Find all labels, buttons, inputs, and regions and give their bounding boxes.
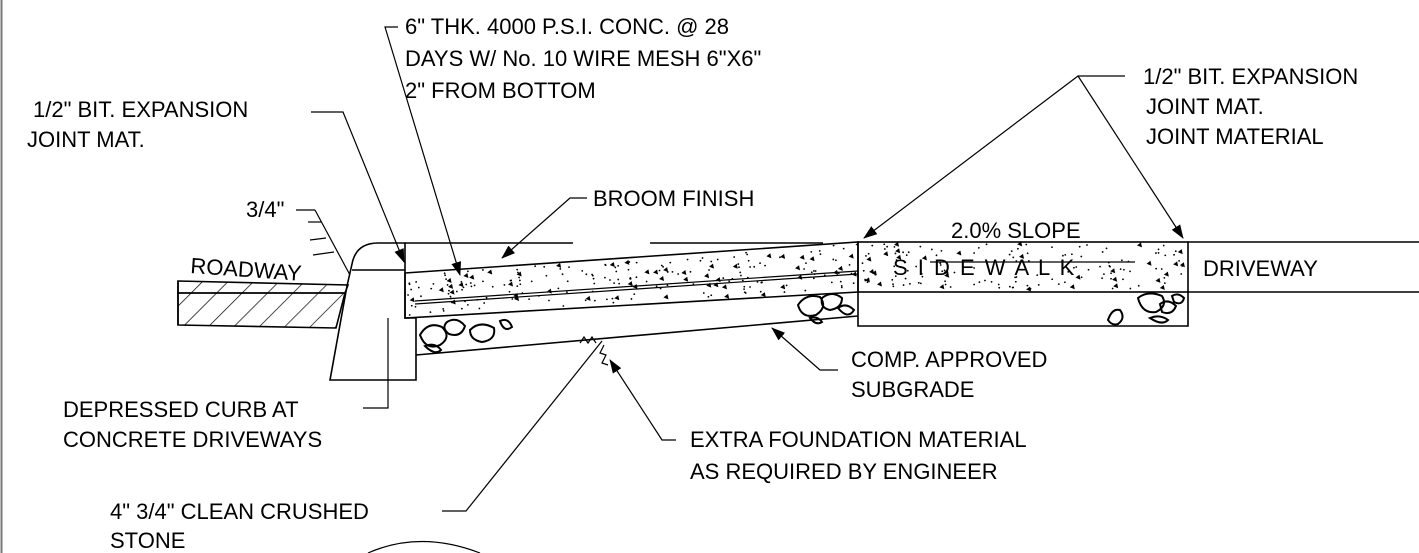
three-quarter-label: 3/4" — [246, 197, 284, 222]
slope-label: 2.0% SLOPE — [951, 218, 1081, 243]
left-joint-label-1: 1/2" BIT. EXPANSION — [33, 97, 248, 122]
sidewalk-slab — [857, 241, 1419, 293]
right-joint-label-2: JOINT MAT. — [1146, 94, 1264, 119]
depressed-curb-label-2: CONCRETE DRIVEWAYS — [63, 427, 322, 452]
leader-lines — [311, 26, 1184, 512]
comp-approved-label-1: COMP. APPROVED — [851, 347, 1047, 372]
roadway-pavement — [177, 280, 350, 329]
concrete-spec-line-2: DAYS W/ No. 10 WIRE MESH 6"X6" — [405, 46, 761, 71]
broom-finish-label: BROOM FINISH — [593, 186, 754, 211]
right-joint-label-1: 1/2" BIT. EXPANSION — [1143, 64, 1358, 89]
roadway-label: ROADWAY — [190, 253, 303, 286]
concrete-spec-line-3: 2" FROM BOTTOM — [405, 78, 596, 103]
crushed-stone-label-2: STONE — [110, 528, 185, 553]
three-quarter-dimension — [296, 209, 351, 276]
detail-bubble — [367, 540, 481, 553]
concrete-spec-line-1: 6" THK. 4000 P.S.I. CONC. @ 28 — [405, 14, 729, 39]
left-joint-label-2: JOINT MAT. — [27, 127, 145, 152]
depressed-curb-label-1: DEPRESSED CURB AT — [63, 397, 299, 422]
crushed-stone-label-1: 4" 3/4" CLEAN CRUSHED — [110, 499, 369, 524]
extra-foundation-label-2: AS REQUIRED BY ENGINEER — [690, 459, 998, 484]
extra-foundation-label-1: EXTRA FOUNDATION MATERIAL — [690, 427, 1027, 452]
right-joint-label-3: JOINT MATERIAL — [1146, 124, 1324, 149]
concrete-driveway-slab — [404, 241, 859, 319]
comp-approved-label-2: SUBGRADE — [851, 377, 974, 402]
crushed-stone-base — [415, 292, 1189, 356]
sidewalk-label: S I D E W A L K — [893, 255, 1076, 280]
driveway-label: DRIVEWAY — [1203, 256, 1318, 281]
depressed-curb — [329, 242, 417, 381]
